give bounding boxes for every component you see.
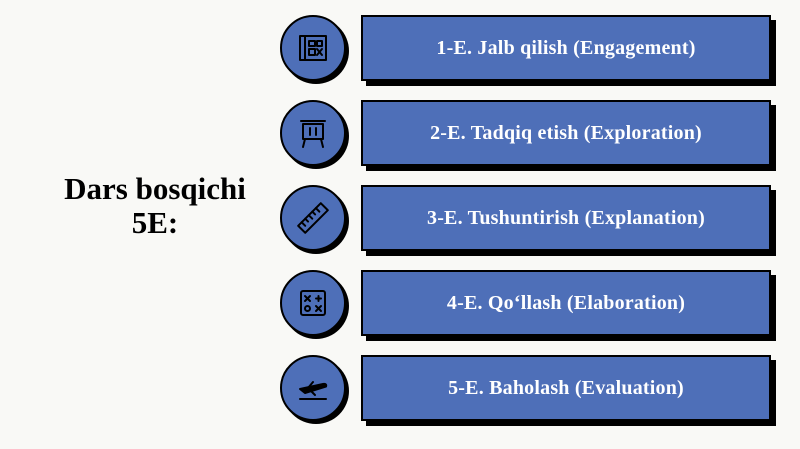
step-4-label: 4-E. Qo‘llash (Elaboration) (446, 291, 686, 314)
step-4: 4-E. Qo‘llash (Elaboration) (0, 270, 800, 342)
step-1: 1-E. Jalb qilish (Engagement) (0, 15, 800, 87)
diagram-title: Dars bosqichi 5E: (30, 172, 280, 240)
step-2-label: 2-E. Tadqiq etish (Exploration) (430, 121, 702, 144)
step-3: 3-E. Tushuntirish (Explanation) (0, 185, 800, 257)
easel-board-icon (280, 100, 346, 166)
step-5-box: 5-E. Baholash (Evaluation) (361, 355, 771, 421)
step-4-box: 4-E. Qo‘llash (Elaboration) (361, 270, 771, 336)
step-1-box: 1-E. Jalb qilish (Engagement) (361, 15, 771, 81)
step-1-label: 1-E. Jalb qilish (Engagement) (436, 36, 696, 59)
math-operations-icon (280, 270, 346, 336)
step-5: 5-E. Baholash (Evaluation) (0, 355, 800, 427)
airplane-takeoff-icon (280, 355, 346, 421)
step-2-box: 2-E. Tadqiq etish (Exploration) (361, 100, 771, 166)
drafting-plan-icon (280, 15, 346, 81)
title-line-1: Dars bosqichi (64, 171, 246, 206)
ruler-icon (280, 185, 346, 251)
step-2: 2-E. Tadqiq etish (Exploration) (0, 100, 800, 172)
step-5-label: 5-E. Baholash (Evaluation) (448, 376, 684, 399)
title-line-2: 5E: (131, 205, 179, 240)
step-3-box: 3-E. Tushuntirish (Explanation) (361, 185, 771, 251)
step-3-label: 3-E. Tushuntirish (Explanation) (427, 206, 705, 229)
